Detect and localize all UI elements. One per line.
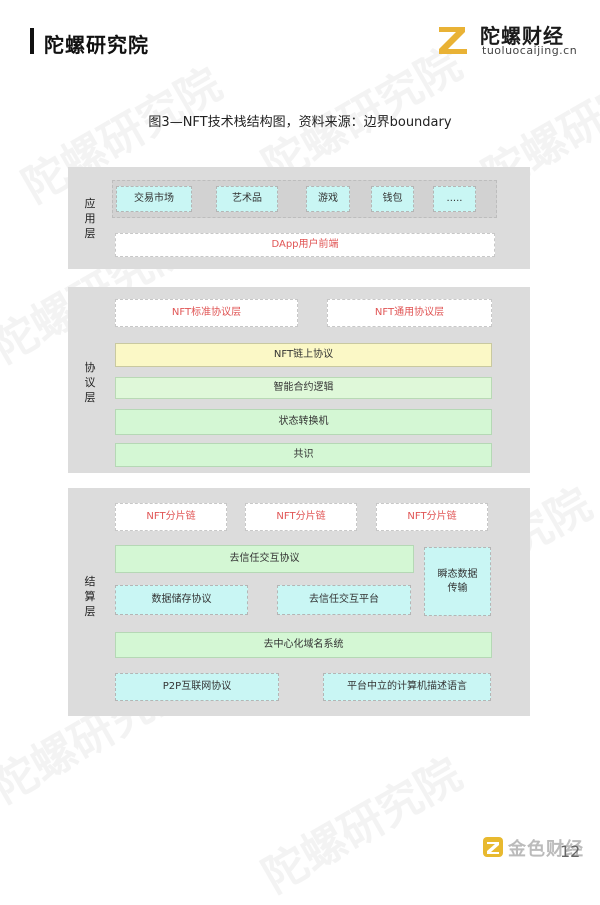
nft-shard-chain-box: NFT分片链	[115, 503, 227, 531]
consensus-box: 共识	[115, 443, 492, 467]
trustless-interaction-protocol-box: 去信任交互协议	[115, 545, 414, 573]
app-item-wallet: 钱包	[371, 186, 414, 212]
p2p-protocol-box: P2P互联网协议	[115, 673, 279, 701]
title-accent-bar	[30, 28, 34, 54]
brand-url: tuoluocaijing.cn	[482, 44, 578, 57]
brand-name: 陀螺财经	[480, 24, 564, 48]
infra-layer-label: 结算层	[84, 575, 96, 618]
footer-brand-name: 金色财经	[508, 839, 584, 860]
app-layer-label: 应用层	[84, 197, 96, 240]
protocol-layer-label: 协议层	[84, 361, 96, 404]
app-item-art: 艺术品	[216, 186, 278, 212]
smart-contract-logic-box: 智能合约逻辑	[115, 377, 492, 399]
state-machine-box: 状态转换机	[115, 409, 492, 435]
platform-neutral-language-box: 平台中立的计算机描述语言	[323, 673, 491, 701]
nft-shard-chain-box: NFT分片链	[376, 503, 488, 531]
page-number: 12	[560, 842, 581, 861]
data-storage-protocol-box: 数据储存协议	[115, 585, 248, 615]
nft-shard-chain-box: NFT分片链	[245, 503, 357, 531]
brand-logo-icon	[439, 27, 467, 54]
decentralized-dns-box: 去中心化域名系统	[115, 632, 492, 658]
watermark: 陀螺研究院	[254, 748, 471, 903]
dapp-frontend-box: DApp用户前端	[115, 233, 495, 257]
figure-caption: 图3—NFT技术栈结构图，资料来源：边界boundary	[148, 115, 452, 130]
footer-brand-icon	[483, 837, 503, 857]
nft-onchain-protocol-box: NFT链上协议	[115, 343, 492, 367]
nft-generic-layer-box: NFT通用协议层	[327, 299, 492, 327]
instant-data-transfer-box: 瞬态数据传输	[424, 547, 491, 616]
nft-standard-layer-box: NFT标准协议层	[115, 299, 298, 327]
app-item-more: .....	[433, 186, 476, 212]
app-item-game: 游戏	[306, 186, 350, 212]
app-item-market: 交易市场	[116, 186, 192, 212]
trustless-interaction-platform-box: 去信任交互平台	[277, 585, 411, 615]
page-title: 陀螺研究院	[44, 33, 149, 57]
